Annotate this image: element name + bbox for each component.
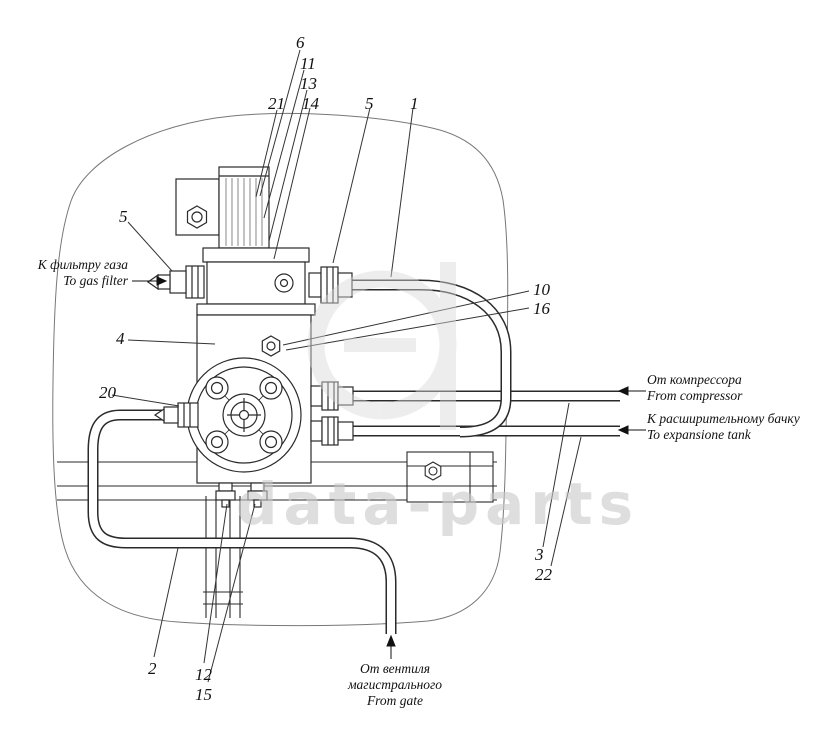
callout-3: 3 <box>535 545 544 564</box>
to-expansion-tank-arrow-icon <box>617 425 646 435</box>
callout-4: 4 <box>116 329 125 348</box>
label-to-gas-filter: К фильтру газа To gas filter <box>14 257 128 289</box>
label-from-gate-ru2: магистрального <box>347 677 443 693</box>
label-from-compressor-ru: От компрессора <box>647 372 742 387</box>
callout-5-left: 5 <box>119 207 128 226</box>
loop-pipe-fitting <box>308 266 353 304</box>
bottom-fitting-right <box>247 482 268 508</box>
label-to-gas-filter-ru: К фильтру газа <box>37 257 128 272</box>
pipe-from-gate <box>87 409 397 634</box>
label-to-expansion-tank-ru: К расширительному бачку <box>647 411 800 426</box>
watermark-logo-icon <box>307 262 457 430</box>
callout-10: 10 <box>533 280 550 299</box>
direction-arrows <box>132 276 646 659</box>
callout-14: 14 <box>302 94 319 113</box>
callout-15: 15 <box>195 685 212 704</box>
label-from-gate-ru1: От вентиля <box>359 661 431 676</box>
chassis-frame <box>57 451 497 618</box>
label-to-expansion-tank: К расширительному бачку To expansione ta… <box>647 411 800 443</box>
valve-base-plate <box>196 303 316 316</box>
gas-filter-fitting <box>146 265 205 299</box>
expansion-pipe-fitting <box>310 416 354 446</box>
label-from-compressor: От компрессора From compressor <box>647 372 742 404</box>
callout-2: 2 <box>148 659 157 678</box>
leader-lines <box>111 49 582 683</box>
callout-5-top: 5 <box>365 94 374 113</box>
from-compressor-arrow-icon <box>617 386 646 396</box>
compressor-pipe-fitting <box>310 381 354 411</box>
label-to-expansion-tank-en: To expansione tank <box>647 427 751 443</box>
frame-bracket <box>406 451 494 503</box>
flange-bolts <box>205 376 283 454</box>
to-gas-filter-arrow-icon <box>132 276 168 286</box>
label-from-gate: От вентиля магистрального From gate <box>330 661 460 710</box>
callout-16: 16 <box>533 299 550 318</box>
solenoid-valve-assembly <box>146 166 353 316</box>
valve-flange <box>202 247 310 263</box>
bottom-fitting-left <box>215 482 236 508</box>
gate-pipe-fitting <box>153 402 199 428</box>
label-from-compressor-en: From compressor <box>647 388 743 404</box>
callout-22: 22 <box>535 565 552 584</box>
callout-12: 12 <box>195 665 212 684</box>
callout-11: 11 <box>300 54 316 73</box>
callout-21: 21 <box>268 94 285 113</box>
callout-20: 20 <box>99 383 116 402</box>
label-to-gas-filter-en: To gas filter <box>63 273 128 289</box>
pipes <box>87 279 620 634</box>
pipe-loop <box>350 279 512 438</box>
callout-6: 6 <box>296 33 305 52</box>
callout-13: 13 <box>300 74 317 93</box>
from-gate-arrow-icon <box>386 634 396 659</box>
callout-1: 1 <box>410 94 419 113</box>
label-from-gate-en: From gate <box>366 693 424 709</box>
